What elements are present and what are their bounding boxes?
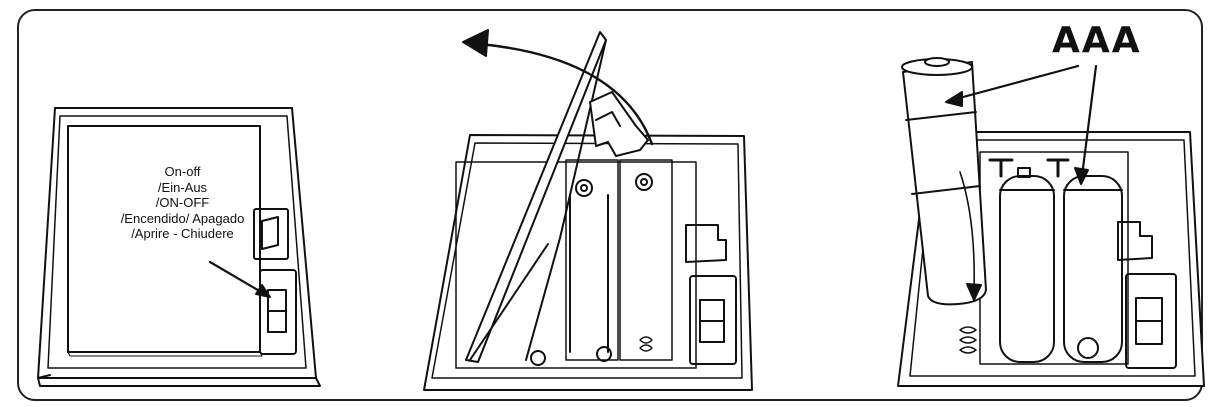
switch-caption-line: /Ein-Aus [80, 180, 285, 196]
panel-switch-location [38, 108, 320, 386]
panel-insert-batteries [898, 58, 1204, 386]
switch-caption-line: /Aprire - Chiudere [80, 226, 285, 242]
switch-caption-line: On-off [80, 164, 285, 180]
battery-type-label: AAA [1052, 20, 1142, 61]
panel-open-lid [424, 30, 752, 390]
switch-caption: On-off /Ein-Aus /ON-OFF /Encendido/ Apag… [80, 164, 285, 242]
switch-caption-line: /Encendido/ Apagado [80, 211, 285, 227]
switch-caption-line: /ON-OFF [80, 195, 285, 211]
